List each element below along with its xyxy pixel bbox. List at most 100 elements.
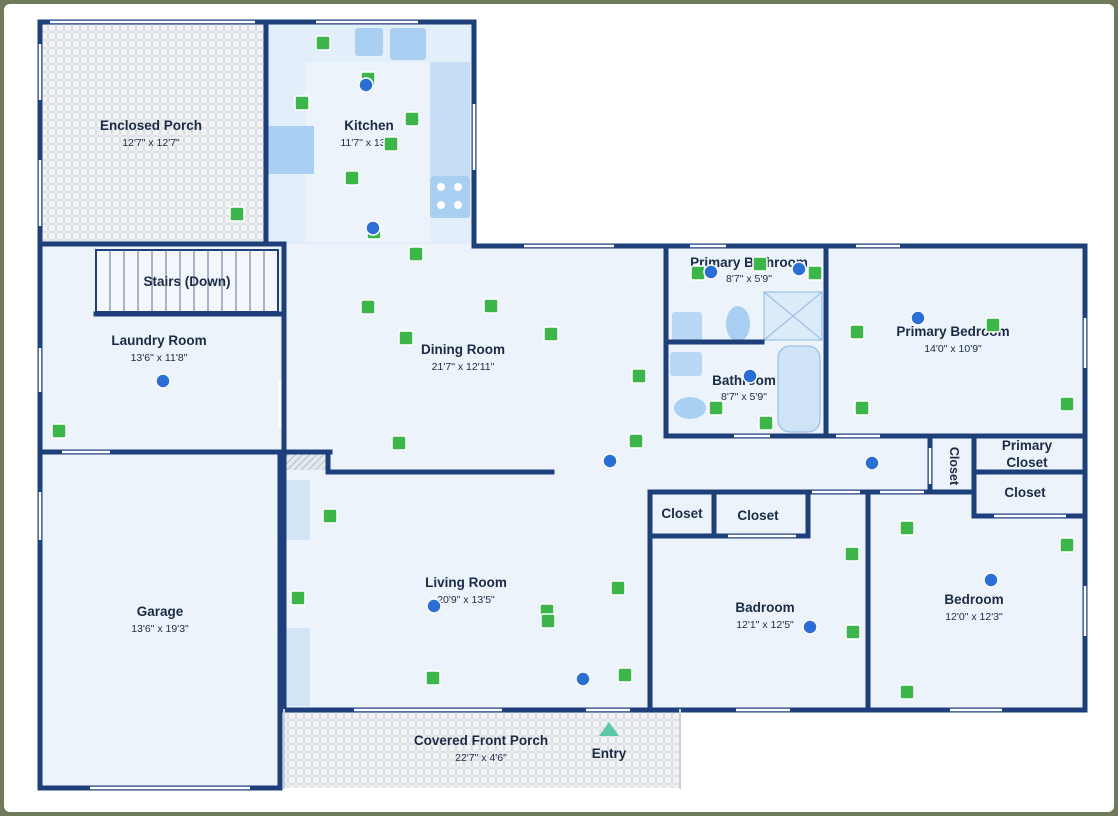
dining-name: Dining Room bbox=[421, 342, 505, 357]
green-sensor-icon bbox=[844, 546, 860, 562]
green-sensor-icon bbox=[294, 95, 310, 111]
primary-bathroom-dims: 8'7" x 5'9" bbox=[726, 273, 772, 285]
kitchen-name: Kitchen bbox=[344, 118, 394, 133]
garage-floor bbox=[40, 452, 280, 788]
primary-bath-vanity bbox=[672, 312, 702, 342]
blue-sensor-icon bbox=[983, 572, 999, 588]
covered-porch-name: Covered Front Porch bbox=[414, 733, 548, 748]
green-sensor-icon bbox=[290, 590, 306, 606]
green-sensor-icon bbox=[758, 415, 774, 431]
kitchen-dims: 11'7" x 13' bbox=[340, 137, 387, 149]
bedroom-name: Bedroom bbox=[944, 592, 1003, 607]
garage-dims: 13'6" x 19'3" bbox=[131, 623, 189, 635]
green-sensor-icon bbox=[690, 265, 706, 281]
green-sensor-icon bbox=[849, 324, 865, 340]
stove-burner bbox=[437, 201, 445, 209]
green-sensor-icon bbox=[1059, 537, 1075, 553]
windows bbox=[38, 20, 1087, 790]
floor-plan: Enclosed Porch 12'7" x 12'7" Kitchen 11'… bbox=[37, 19, 1088, 791]
blue-sensor-icon bbox=[742, 368, 758, 384]
green-sensor-icon bbox=[398, 330, 414, 346]
laundry-name: Laundry Room bbox=[111, 333, 206, 348]
green-sensor-icon bbox=[985, 317, 1001, 333]
closet-vertical-name: Closet bbox=[947, 447, 961, 486]
green-sensor-icon bbox=[752, 256, 768, 272]
bathroom-dims: 8'7" x 5'9" bbox=[721, 391, 767, 403]
sensor-markers bbox=[51, 35, 1075, 700]
dining-dims: 21'7" x 12'11" bbox=[432, 361, 495, 373]
blue-sensor-icon bbox=[802, 619, 818, 635]
laundry-dims: 13'6" x 11'8" bbox=[131, 352, 188, 364]
primary-bath-toilet bbox=[726, 306, 750, 342]
stove-burner bbox=[454, 183, 462, 191]
primary-bedroom-name: Primary Bedroom bbox=[896, 324, 1009, 339]
floor-plan-frame: Enclosed Porch 12'7" x 12'7" Kitchen 11'… bbox=[4, 4, 1114, 812]
enclosed-porch-dims: 12'7" x 12'7" bbox=[122, 137, 180, 149]
green-sensor-icon bbox=[360, 299, 376, 315]
green-sensor-icon bbox=[383, 136, 399, 152]
entry-arrow-icon bbox=[599, 722, 619, 736]
blue-sensor-icon bbox=[426, 598, 442, 614]
kitchen-counter-left bbox=[268, 126, 314, 174]
green-sensor-icon bbox=[51, 423, 67, 439]
garage-name: Garage bbox=[137, 604, 184, 619]
living-window-seat bbox=[286, 480, 310, 540]
green-sensor-icon bbox=[631, 368, 647, 384]
floors bbox=[40, 22, 1085, 788]
green-sensor-icon bbox=[540, 613, 556, 629]
green-sensor-icon bbox=[610, 580, 626, 596]
green-sensor-icon bbox=[322, 508, 338, 524]
green-sensor-icon bbox=[854, 400, 870, 416]
blue-sensor-icon bbox=[155, 373, 171, 389]
green-sensor-icon bbox=[344, 170, 360, 186]
room-labels: Enclosed Porch 12'7" x 12'7" Kitchen 11'… bbox=[100, 118, 1053, 764]
bath-vanity bbox=[670, 352, 702, 376]
blue-sensor-icon bbox=[910, 310, 926, 326]
covered-porch-floor bbox=[284, 710, 680, 788]
stairs-hatch bbox=[284, 452, 326, 470]
green-sensor-icon bbox=[845, 624, 861, 640]
green-sensor-icon bbox=[391, 435, 407, 451]
enclosed-porch-floor bbox=[40, 22, 266, 244]
blue-sensor-icon bbox=[864, 455, 880, 471]
badroom-name: Badroom bbox=[735, 600, 794, 615]
blue-sensor-icon bbox=[365, 220, 381, 236]
kitchen-counter-right bbox=[430, 62, 470, 176]
green-sensor-icon bbox=[408, 246, 424, 262]
living-dims: 20'9" x 13'5" bbox=[437, 594, 495, 606]
green-sensor-icon bbox=[617, 667, 633, 683]
bath-toilet bbox=[674, 397, 706, 419]
green-sensor-icon bbox=[1059, 396, 1075, 412]
bedroom-dims: 12'0" x 12'3" bbox=[945, 611, 1003, 623]
stairs-name: Stairs (Down) bbox=[143, 274, 230, 289]
blue-sensor-icon bbox=[358, 77, 374, 93]
green-sensor-icon bbox=[425, 670, 441, 686]
living-name: Living Room bbox=[425, 575, 507, 590]
bathtub bbox=[777, 345, 821, 433]
green-sensor-icon bbox=[229, 206, 245, 222]
green-sensor-icon bbox=[543, 326, 559, 342]
living-window-seat bbox=[286, 628, 310, 706]
closet-a-name: Closet bbox=[661, 506, 703, 521]
primary-bedroom-dims: 14'0" x 10'9" bbox=[924, 343, 982, 355]
green-sensor-icon bbox=[315, 35, 331, 51]
blue-sensor-icon bbox=[575, 671, 591, 687]
stove-burner bbox=[437, 183, 445, 191]
shower-diagonal bbox=[763, 291, 823, 341]
enclosed-porch-name: Enclosed Porch bbox=[100, 118, 202, 133]
entry-label: Entry bbox=[592, 746, 627, 761]
green-sensor-icon bbox=[483, 298, 499, 314]
green-sensor-icon bbox=[807, 265, 823, 281]
primary-bathroom-name: Primary Bathroom bbox=[690, 255, 808, 270]
closet-right-name: Closet bbox=[1004, 485, 1046, 500]
covered-porch-dims: 22'7" x 4'6" bbox=[455, 752, 507, 764]
green-sensor-icon bbox=[628, 433, 644, 449]
stove-burner bbox=[454, 201, 462, 209]
green-sensor-icon bbox=[404, 111, 420, 127]
green-sensor-icon bbox=[708, 400, 724, 416]
green-sensor-icon bbox=[899, 684, 915, 700]
closet-b-name: Closet bbox=[737, 508, 779, 523]
blue-sensor-icon bbox=[703, 264, 719, 280]
blue-sensor-icon bbox=[791, 261, 807, 277]
kitchen-stove bbox=[430, 176, 470, 218]
